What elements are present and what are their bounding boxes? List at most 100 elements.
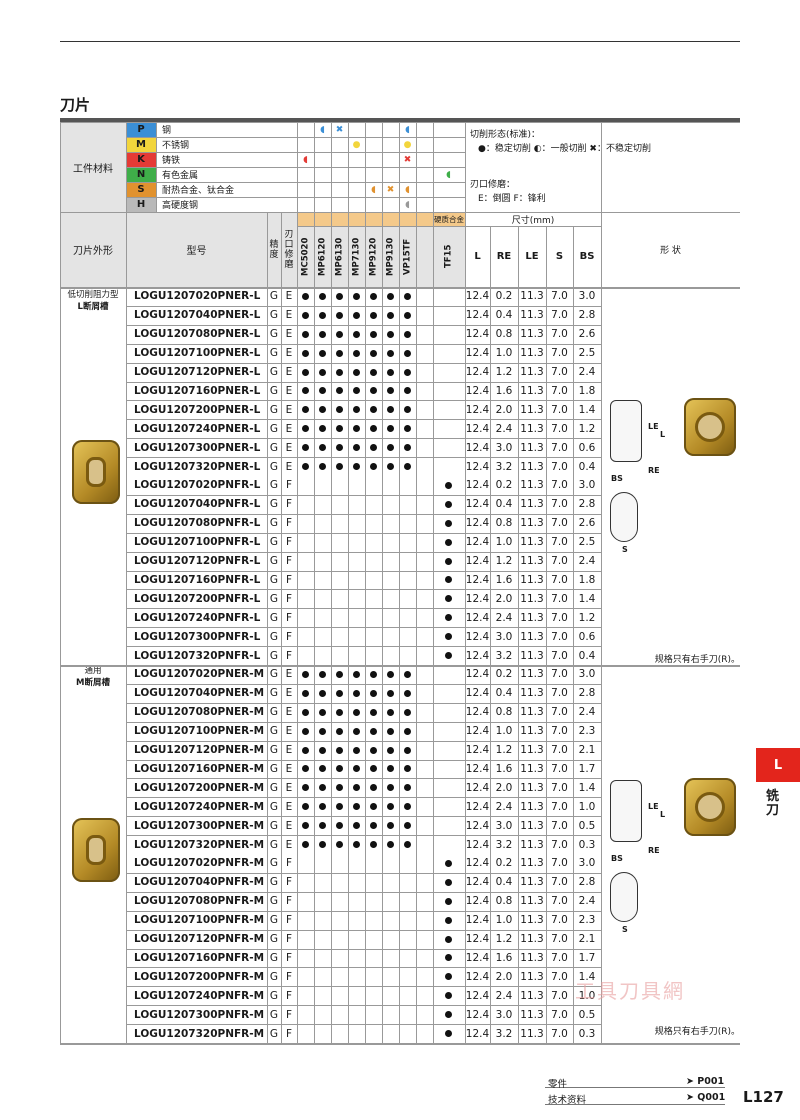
table-row-part-number[interactable]: LOGU1207120PNER-L bbox=[134, 366, 261, 379]
dim-value: 12.4 bbox=[465, 819, 490, 832]
availability-dot bbox=[331, 797, 348, 816]
table-row-part-number[interactable]: LOGU1207320PNER-M bbox=[134, 838, 265, 851]
material-name-S: 耐热合金、钛合金 bbox=[156, 182, 297, 197]
table-row-part-number[interactable]: LOGU1207120PNER-M bbox=[134, 744, 265, 757]
table-row-part-number[interactable]: LOGU1207120PNFR-L bbox=[134, 555, 261, 568]
table-row-part-number[interactable]: LOGU1207020PNFR-M bbox=[134, 857, 265, 870]
dim-value: 7.0 bbox=[551, 1027, 568, 1040]
table-row-part-number[interactable]: LOGU1207020PNFR-L bbox=[134, 479, 261, 492]
table-row-part-number[interactable]: LOGU1207160PNFR-L bbox=[134, 573, 261, 586]
dim-value: 12.4 bbox=[465, 573, 490, 586]
table-row-part-number[interactable]: LOGU1207200PNFR-L bbox=[134, 592, 261, 605]
table-row-part-number[interactable]: LOGU1207200PNER-L bbox=[134, 403, 261, 416]
table-row-part-number[interactable]: LOGU1207040PNFR-L bbox=[134, 498, 261, 511]
availability-dot bbox=[314, 344, 331, 363]
table-row-part-number[interactable]: LOGU1207160PNER-M bbox=[134, 762, 265, 775]
availability-dot bbox=[365, 778, 382, 797]
shape-label: 形 状 bbox=[660, 246, 681, 256]
availability-dot bbox=[314, 797, 331, 816]
footer-parts-label: 零件 bbox=[548, 1079, 568, 1090]
table-row-part-number[interactable]: LOGU1207240PNFR-L bbox=[134, 611, 261, 624]
dim-value: 7.0 bbox=[551, 309, 568, 322]
table-row-part-number[interactable]: LOGU1207200PNER-M bbox=[134, 781, 265, 794]
footer-tech-ref[interactable]: ➤ Q001 bbox=[686, 1092, 726, 1103]
grid-line bbox=[601, 122, 602, 1043]
dim-value: 0.8 bbox=[495, 706, 513, 719]
precision-cell: G bbox=[269, 498, 279, 511]
table-row-part-number[interactable]: LOGU1207120PNFR-M bbox=[134, 933, 265, 946]
availability-dot bbox=[433, 514, 464, 533]
edge-cell: E bbox=[285, 800, 293, 813]
availability-dot bbox=[399, 835, 416, 854]
availability-dot bbox=[314, 760, 331, 779]
dim-value: 11.3 bbox=[520, 1027, 544, 1040]
table-row-part-number[interactable]: LOGU1207320PNFR-M bbox=[134, 1027, 265, 1040]
dim-value: 11.3 bbox=[520, 744, 544, 757]
dim-value: 2.4 bbox=[578, 366, 596, 379]
table-row-part-number[interactable]: LOGU1207040PNFR-M bbox=[134, 876, 265, 889]
precision-cell: G bbox=[269, 441, 279, 454]
dim-value: 11.3 bbox=[520, 441, 544, 454]
table-row-part-number[interactable]: LOGU1207020PNER-L bbox=[134, 290, 261, 303]
availability-dot bbox=[314, 400, 331, 419]
table-row-part-number[interactable]: LOGU1207240PNER-M bbox=[134, 800, 265, 813]
dim-value: 2.8 bbox=[578, 309, 596, 322]
dim-value: 12.4 bbox=[465, 498, 490, 511]
table-row-part-number[interactable]: LOGU1207240PNFR-M bbox=[134, 989, 265, 1002]
availability-dot bbox=[382, 400, 399, 419]
dim-value: 7.0 bbox=[551, 725, 568, 738]
grid-line bbox=[126, 1005, 601, 1006]
model-label: 型号 bbox=[186, 246, 207, 257]
availability-dot bbox=[314, 684, 331, 703]
table-row-part-number[interactable]: LOGU1207100PNFR-L bbox=[134, 536, 261, 549]
table-row-part-number[interactable]: LOGU1207080PNFR-L bbox=[134, 517, 261, 530]
availability-dot bbox=[365, 382, 382, 401]
availability-dot bbox=[348, 344, 365, 363]
dim-value: 7.0 bbox=[551, 914, 568, 927]
availability-dot bbox=[348, 684, 365, 703]
grid-line bbox=[126, 778, 601, 779]
material-name-H: 高硬度钢 bbox=[156, 197, 297, 212]
dim-value: 1.2 bbox=[578, 611, 596, 624]
table-row-part-number[interactable]: LOGU1207160PNER-L bbox=[134, 384, 261, 397]
table-row-part-number[interactable]: LOGU1207080PNER-M bbox=[134, 706, 265, 719]
insert-photo bbox=[72, 818, 120, 882]
grid-line bbox=[126, 948, 601, 950]
side-tab-letter[interactable]: L bbox=[756, 748, 800, 782]
availability-dot bbox=[433, 495, 464, 514]
availability-dot bbox=[314, 306, 331, 325]
dim-value: 1.0 bbox=[495, 536, 513, 549]
table-row-part-number[interactable]: LOGU1207160PNFR-M bbox=[134, 951, 265, 964]
availability-dot bbox=[314, 287, 331, 306]
edge-cell: F bbox=[285, 895, 293, 908]
availability-dot bbox=[399, 400, 416, 419]
table-row-part-number[interactable]: LOGU1207040PNER-L bbox=[134, 309, 261, 322]
table-row-part-number[interactable]: LOGU1207300PNFR-M bbox=[134, 1008, 265, 1021]
dim-value: 7.0 bbox=[551, 781, 568, 794]
edge-prep-legend: E：倒圆 F：锋利 bbox=[478, 193, 546, 204]
table-row-part-number[interactable]: LOGU1207100PNER-L bbox=[134, 347, 261, 360]
dim-value: 12.4 bbox=[465, 781, 490, 794]
table-row-part-number[interactable]: LOGU1207300PNFR-L bbox=[134, 630, 261, 643]
availability-dot bbox=[348, 816, 365, 835]
table-row-part-number[interactable]: LOGU1207300PNER-L bbox=[134, 441, 261, 454]
cutting-mode-icon: ◖ bbox=[320, 124, 325, 135]
dim-value: 0.4 bbox=[495, 309, 513, 322]
dim-value: 0.4 bbox=[495, 498, 513, 511]
table-row-part-number[interactable]: LOGU1207300PNER-M bbox=[134, 819, 265, 832]
footer-parts-ref[interactable]: ➤ P001 bbox=[686, 1076, 725, 1087]
table-row-part-number[interactable]: LOGU1207240PNER-L bbox=[134, 422, 261, 435]
precision-cell: G bbox=[269, 933, 279, 946]
table-row-part-number[interactable]: LOGU1207320PNER-L bbox=[134, 460, 261, 473]
table-row-part-number[interactable]: LOGU1207040PNER-M bbox=[134, 687, 265, 700]
table-row-part-number[interactable]: LOGU1207080PNER-L bbox=[134, 328, 261, 341]
table-row-part-number[interactable]: LOGU1207200PNFR-M bbox=[134, 970, 265, 983]
table-row-part-number[interactable]: LOGU1207080PNFR-M bbox=[134, 895, 265, 908]
table-row-part-number[interactable]: LOGU1207100PNER-M bbox=[134, 725, 265, 738]
table-row-part-number[interactable]: LOGU1207100PNFR-M bbox=[134, 914, 265, 927]
table-row-part-number[interactable]: LOGU1207320PNFR-L bbox=[134, 649, 261, 662]
availability-dot bbox=[433, 1005, 464, 1024]
material-code-K: K bbox=[126, 152, 156, 167]
table-row-part-number[interactable]: LOGU1207020PNER-M bbox=[134, 668, 265, 681]
edge-cell: E bbox=[285, 441, 293, 454]
